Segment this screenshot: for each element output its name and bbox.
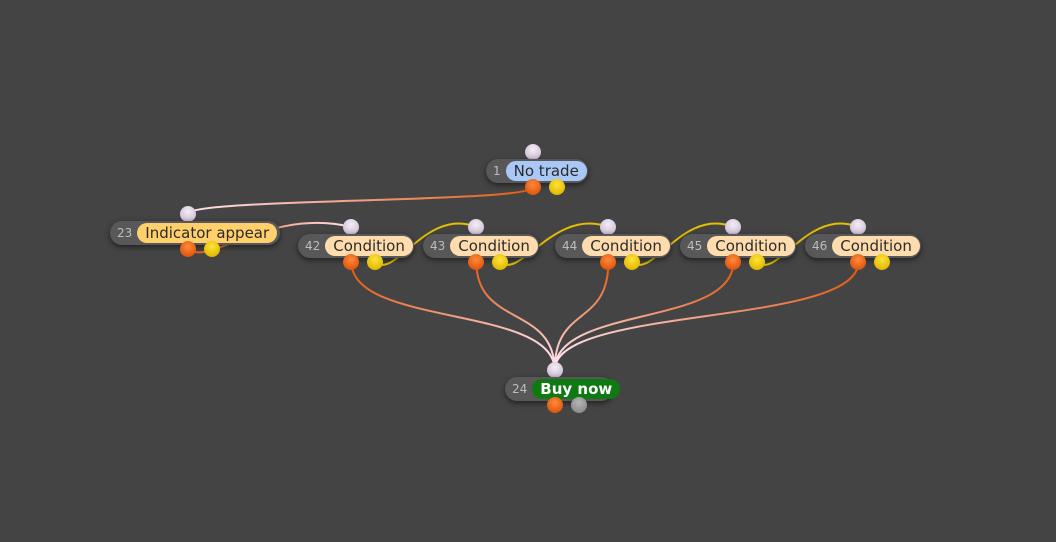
output-port-a-icon[interactable] — [343, 254, 360, 270]
wire-n45-n24 — [553, 261, 735, 371]
input-port-icon[interactable] — [468, 219, 485, 235]
node-label: Buy now — [532, 379, 621, 399]
node-indicator-appear-container: 23 Indicator appear — [110, 206, 280, 257]
input-port-icon[interactable] — [600, 219, 617, 235]
input-port-icon[interactable] — [524, 144, 541, 160]
node-indicator-appear[interactable]: 23 Indicator appear — [110, 221, 280, 245]
output-port-a-icon[interactable] — [468, 254, 485, 270]
output-port-b-icon[interactable] — [204, 241, 221, 257]
node-label: Condition — [582, 236, 670, 256]
node-no-trade-container: 1 No trade — [486, 144, 588, 195]
node-id: 45 — [687, 239, 703, 253]
node-id: 1 — [493, 164, 501, 178]
node-condition-45[interactable]: 45 Condition — [680, 234, 796, 258]
node-condition-42[interactable]: 42 Condition — [298, 234, 414, 258]
node-condition-46-container: 46 Condition — [805, 219, 921, 270]
wire-n42-n24 — [350, 261, 556, 371]
output-port-a-icon[interactable] — [524, 179, 541, 195]
node-condition-43-container: 43 Condition — [423, 219, 539, 270]
wire-n44-n24 — [553, 261, 610, 371]
wire-n43-n24 — [475, 261, 556, 371]
node-label: Condition — [450, 236, 538, 256]
node-id: 43 — [430, 239, 446, 253]
wire-n1-n23 — [187, 186, 534, 215]
output-port-b-icon[interactable] — [624, 254, 641, 270]
node-label: No trade — [505, 161, 587, 181]
output-port-b-icon[interactable] — [749, 254, 766, 270]
output-port-b-icon[interactable] — [874, 254, 891, 270]
output-port-a-icon[interactable] — [600, 254, 617, 270]
output-port-b-icon[interactable] — [548, 179, 565, 195]
node-id: 42 — [305, 239, 321, 253]
node-condition-44-container: 44 Condition — [555, 219, 671, 270]
node-id: 23 — [117, 226, 133, 240]
wire-n46-n24 — [553, 261, 860, 371]
output-port-a-icon[interactable] — [850, 254, 867, 270]
input-port-icon[interactable] — [343, 219, 360, 235]
input-port-icon[interactable] — [180, 206, 197, 222]
node-buy-now[interactable]: 24 Buy now — [505, 377, 621, 401]
node-label: Condition — [832, 236, 920, 256]
node-label: Condition — [707, 236, 795, 256]
node-id: 24 — [512, 382, 528, 396]
input-port-icon[interactable] — [725, 219, 742, 235]
output-port-a-icon[interactable] — [180, 241, 197, 257]
node-id: 46 — [812, 239, 828, 253]
output-port-a-icon[interactable] — [546, 397, 563, 413]
node-condition-42-container: 42 Condition — [298, 219, 414, 270]
node-condition-44[interactable]: 44 Condition — [555, 234, 671, 258]
node-condition-46[interactable]: 46 Condition — [805, 234, 921, 258]
output-port-b-icon[interactable] — [492, 254, 509, 270]
output-port-a-icon[interactable] — [725, 254, 742, 270]
node-id: 44 — [562, 239, 578, 253]
output-port-gray-icon[interactable] — [570, 397, 587, 413]
node-label: Indicator appear — [137, 223, 278, 243]
input-port-icon[interactable] — [850, 219, 867, 235]
output-port-b-icon[interactable] — [367, 254, 384, 270]
node-condition-45-container: 45 Condition — [680, 219, 796, 270]
node-buy-now-container: 24 Buy now — [505, 362, 621, 413]
node-no-trade[interactable]: 1 No trade — [486, 159, 588, 183]
node-label: Condition — [325, 236, 413, 256]
node-condition-43[interactable]: 43 Condition — [423, 234, 539, 258]
input-port-icon[interactable] — [546, 362, 563, 378]
